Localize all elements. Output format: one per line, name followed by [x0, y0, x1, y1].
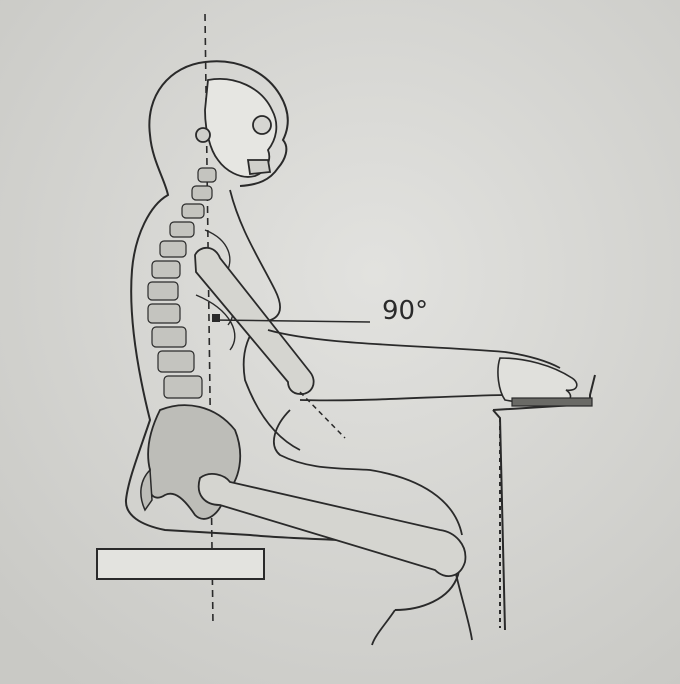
- seat: [97, 549, 264, 579]
- right-angle-marker: [212, 314, 220, 322]
- keyboard: [512, 398, 592, 406]
- angle-label: 90°: [382, 296, 428, 326]
